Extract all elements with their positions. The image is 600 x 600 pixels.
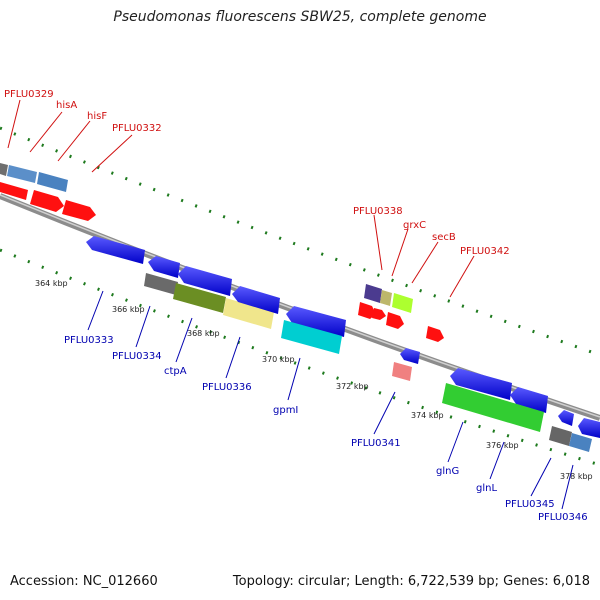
kbp-370: 370 kbp [262, 355, 295, 364]
kbp-368: 368 kbp [187, 329, 220, 338]
gene-label-pflu0329: PFLU0329 [4, 89, 54, 100]
kbp-374: 374 kbp [411, 411, 444, 420]
forward-gene-labels [7, 99, 475, 298]
reverse-gene-row-right[interactable] [392, 348, 600, 452]
gene-label-hisa: hisA [56, 100, 77, 111]
inner-tick-ring [0, 248, 600, 467]
gene-label-ctpa: ctpA [164, 366, 187, 377]
reverse-gene-row[interactable] [86, 236, 346, 354]
kbp-scale: 364 kbp 366 kbp 368 kbp 370 kbp 372 kbp … [35, 279, 593, 481]
gene-label-pflu0332: PFLU0332 [112, 123, 162, 134]
gene-label-pflu0334: PFLU0334 [112, 351, 162, 362]
gene-label-glnl: glnL [476, 483, 497, 494]
reverse-gene-label-text[interactable]: PFLU0333 PFLU0334 ctpA PFLU0336 gpmI PFL… [64, 335, 588, 523]
gene-label-pflu0346: PFLU0346 [538, 512, 588, 523]
reverse-gene-labels [87, 290, 574, 510]
gene-label-glng: glnG [436, 466, 459, 477]
outer-tick-ring [0, 126, 600, 357]
gene-label-gpmi: gpmI [273, 405, 298, 416]
map-title: Pseudomonas fluorescens SBW25, complete … [113, 9, 487, 25]
kbp-366: 366 kbp [112, 305, 145, 314]
gene-label-pflu0333: PFLU0333 [64, 335, 114, 346]
forward-gene-label-text[interactable]: PFLU0329 hisA hisF PFLU0332 PFLU0338 grx… [4, 89, 510, 257]
gene-label-pflu0336: PFLU0336 [202, 382, 252, 393]
kbp-372: 372 kbp [336, 382, 369, 391]
gene-label-pflu0338: PFLU0338 [353, 206, 403, 217]
forward-gene-row-upper[interactable] [0, 163, 96, 221]
genome-summary: Topology: circular; Length: 6,722,539 bp… [232, 574, 590, 589]
gene-label-pflu0341: PFLU0341 [351, 438, 401, 449]
kbp-378: 378 kbp [560, 472, 593, 481]
gene-label-pflu0342: PFLU0342 [460, 246, 510, 257]
gene-label-pflu0345: PFLU0345 [505, 499, 555, 510]
accession-info: Accession: NC_012660 [10, 574, 158, 589]
kbp-364: 364 kbp [35, 279, 68, 288]
forward-gene-row-center[interactable] [358, 284, 444, 342]
gene-label-hisf: hisF [87, 111, 107, 122]
gene-label-secb: secB [432, 232, 456, 243]
gene-label-grxc: grxC [403, 220, 426, 231]
